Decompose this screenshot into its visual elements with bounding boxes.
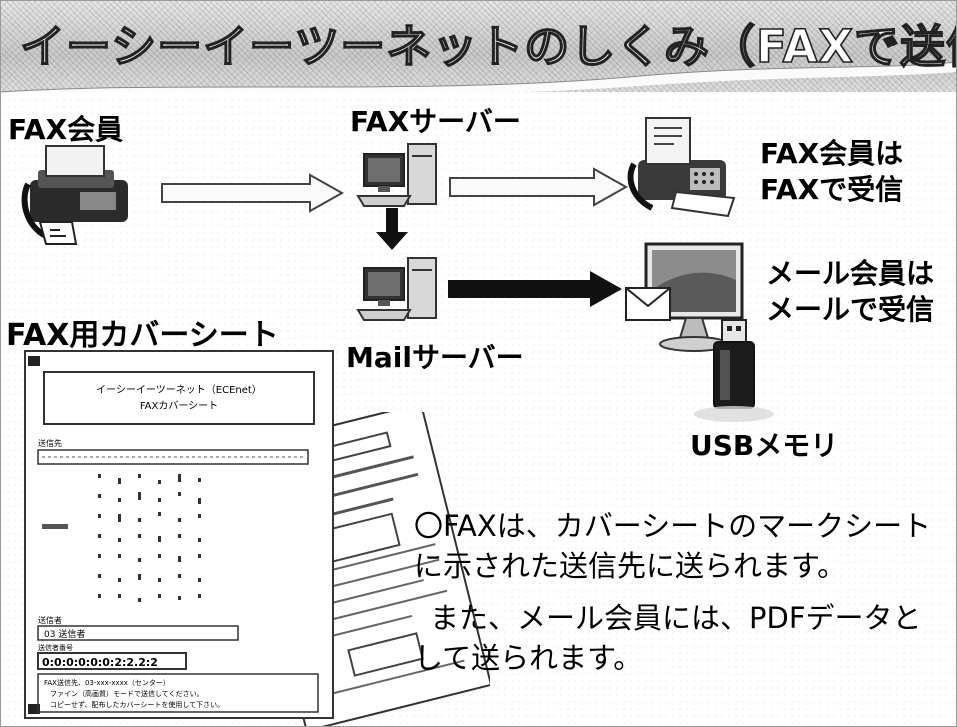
cover-sheet-document: イーシーイーツーネット（ECEnet） FAXカバーシート 送信先 送信者 03… [24, 350, 334, 719]
cover-footer-1: FAX送信先、03-xxx-xxxx（センター） [44, 678, 170, 687]
label-fax-receive-1: FAX会員は [760, 137, 904, 170]
cover-footer-3: コピーせず、配布したカバーシートを使用して下さい。 [50, 700, 224, 709]
label-cover-sheet: FAX用カバーシート [6, 318, 279, 353]
cover-title-1: イーシーイーツーネット（ECEnet） [96, 384, 262, 396]
cover-sender-value: 03 送信者 [44, 628, 85, 640]
cover-sheet-graphic: イーシーイーツーネット（ECEnet） FAXカバーシート 送信先 送信者 03… [28, 356, 319, 714]
title-swoosh [0, 62, 957, 100]
body-text-line4: して送られます。 [414, 641, 643, 675]
monitor-mail-icon [625, 242, 744, 352]
fax-receiver-icon [627, 117, 736, 218]
cover-section-2: 送信者 [38, 615, 62, 625]
label-usb-memory: USBメモリ [690, 429, 839, 462]
label-mail-receive-1: メール会員は [766, 257, 935, 290]
body-text-line1: 〇FAXは、カバーシートのマークシート [414, 509, 932, 543]
body-text-line2: に示された送信先に送られます。 [414, 549, 847, 583]
arrow-down [376, 208, 408, 250]
fax-machine-icon [21, 145, 128, 245]
label-fax-member: FAX会員 [8, 113, 124, 146]
label-fax-server: FAXサーバー [350, 105, 521, 138]
computer-server-icon [356, 143, 437, 207]
cover-section-3: 送信者番号 [38, 643, 73, 652]
slide-title: イーシーイーツーネットのしくみ（FAXで送信） [19, 19, 957, 74]
cover-digits: 0:0:0:0:0:0:2:2.2:2 [42, 656, 158, 669]
usb-memory-icon [694, 319, 774, 422]
cover-title-2: FAXカバーシート [140, 400, 218, 412]
body-text-line3: また、メール会員には、PDFデータと [430, 601, 922, 635]
arrow-fax-to-server [161, 173, 345, 213]
label-mail-receive-2: メールで受信 [766, 293, 935, 326]
label-fax-receive-2: FAXで受信 [760, 173, 904, 206]
cover-section-1: 送信先 [38, 438, 62, 448]
cover-footer-2: ファイン（高画質）モードで送信してください。 [50, 689, 204, 698]
arrow-server-to-mail [448, 271, 622, 307]
computer-server-icon [356, 257, 437, 321]
mark-grid [98, 474, 201, 602]
arrow-server-to-fax [449, 167, 629, 207]
label-mail-server: Mailサーバー [346, 341, 524, 374]
